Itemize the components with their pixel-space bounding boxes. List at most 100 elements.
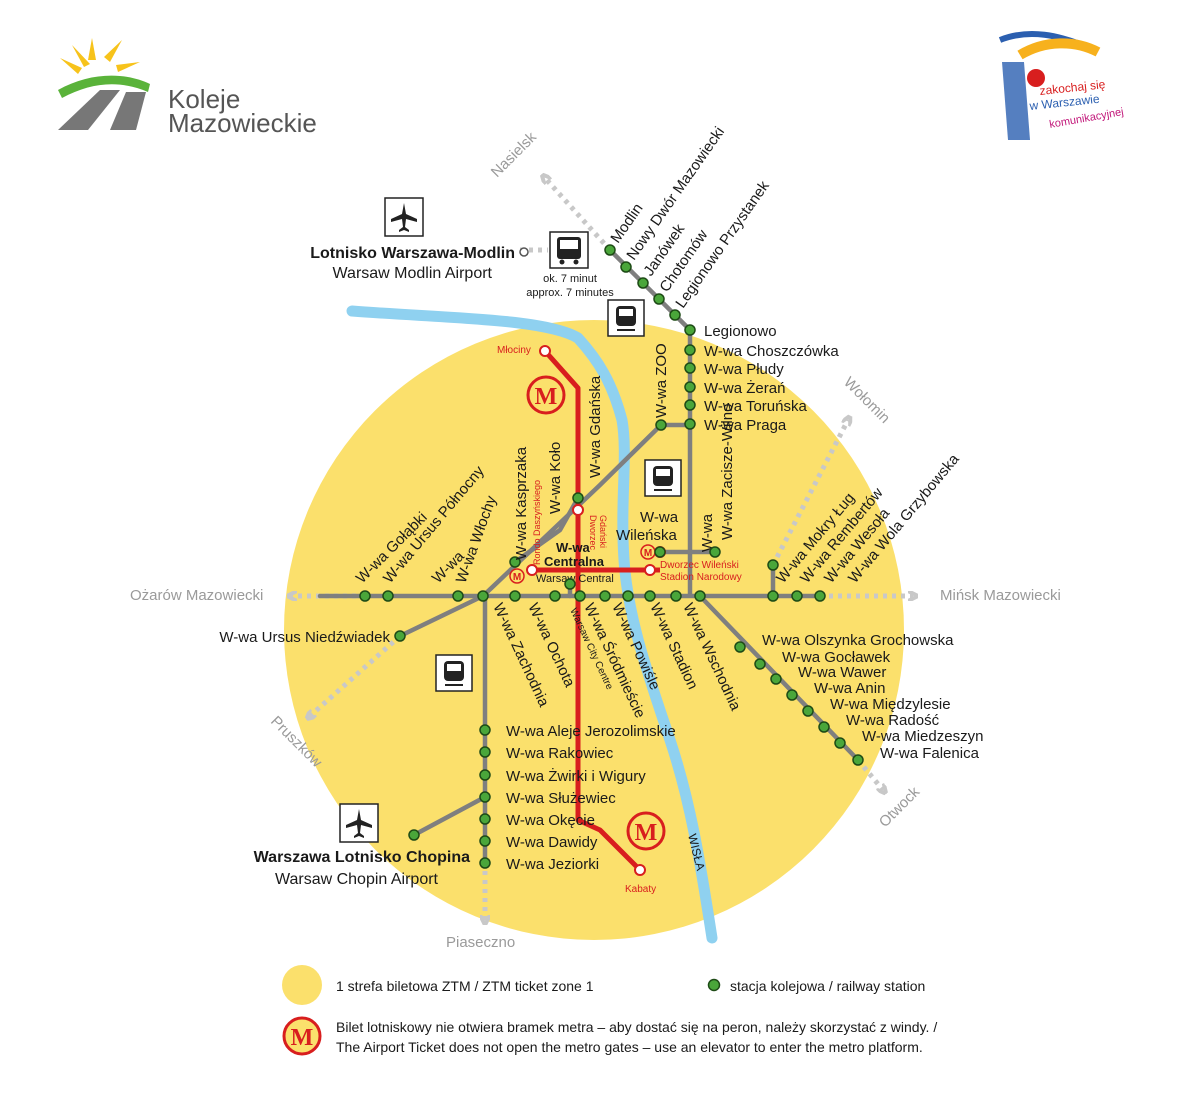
modlin-airport-name: Lotnisko Warszawa-Modlin <box>310 245 515 262</box>
railway-station-dot[interactable] <box>479 835 491 847</box>
railway-station-dot[interactable] <box>814 590 826 602</box>
railway-station-dot[interactable] <box>604 244 616 256</box>
logo-line2: Mazowieckie <box>168 108 317 138</box>
railway-station-dot[interactable] <box>684 399 696 411</box>
railway-station-dot[interactable] <box>786 689 798 701</box>
metro-wilenski-label: Dworzec Wileński <box>660 560 739 571</box>
station-label: W-wa Dawidy <box>506 834 598 851</box>
station-label: W-wa Wawer <box>798 664 886 681</box>
station-label: W-wa Płudy <box>704 361 784 378</box>
logo2-line1: zakochaj się <box>1039 77 1106 98</box>
metro-logo-small-icon: M <box>640 544 656 560</box>
svg-text:M: M <box>644 548 652 559</box>
station-label: W-wa Koło <box>547 442 564 514</box>
railway-station-dot[interactable] <box>477 590 489 602</box>
station-label: W-wa Miedzeszyn <box>862 728 983 745</box>
vistula-river <box>346 305 718 944</box>
station-label: W-wa Toruńska <box>704 398 807 415</box>
railway-station-dot[interactable] <box>620 261 632 273</box>
station-label: W-wa Jeziorki <box>506 856 599 873</box>
railway-station-dot[interactable] <box>734 641 746 653</box>
legend-zone-swatch <box>282 965 322 1005</box>
railway-station-dot[interactable] <box>694 590 706 602</box>
legend-metro-icon <box>282 1016 322 1056</box>
station-label: W-wa Międzylesie <box>830 696 951 713</box>
dir-piaseczno: Piaseczno <box>446 934 515 951</box>
railway-station-dot[interactable] <box>479 791 491 803</box>
railway-station-dot[interactable] <box>818 721 830 733</box>
railway-station-dot[interactable] <box>754 658 766 670</box>
railway-station-dot[interactable] <box>791 590 803 602</box>
bus-icon <box>549 231 589 269</box>
svg-text:M: M <box>291 1025 314 1051</box>
station-label: W-wa Praga <box>704 417 787 434</box>
railway-station-dot[interactable] <box>509 590 521 602</box>
railway-station-dot[interactable] <box>509 556 521 568</box>
railway-station-dot[interactable] <box>834 737 846 749</box>
modlin-airport-name-en: Warsaw Modlin Airport <box>333 265 493 282</box>
dir-minsk: Mińsk Mazowiecki <box>940 587 1061 604</box>
railway-station-dot[interactable] <box>709 546 721 558</box>
legend-station-swatch <box>707 978 721 992</box>
railway-station-dot[interactable] <box>359 590 371 602</box>
station-label: W-wa Służewiec <box>506 790 616 807</box>
station-label-wilenska-2: Wileńska <box>616 527 678 544</box>
svg-text:M: M <box>513 572 521 583</box>
station-label: W-wa Radość <box>846 712 940 729</box>
railway-station-dot[interactable] <box>479 724 491 736</box>
chopin-airport-name: Warszawa Lotnisko Chopina <box>254 849 470 866</box>
railway-station-dot[interactable] <box>770 673 782 685</box>
railway-station-dot[interactable] <box>767 559 779 571</box>
railway-station-dot[interactable] <box>622 590 634 602</box>
railway-station-dot[interactable] <box>452 590 464 602</box>
metro-kabaty-label: Kabaty <box>625 884 656 895</box>
railway-station-dot[interactable] <box>549 590 561 602</box>
railway-station-dot[interactable] <box>767 590 779 602</box>
railway-station-dot[interactable] <box>479 813 491 825</box>
station-label-zacisze: W-wa Zacisze-Wilno <box>719 404 736 540</box>
railway-station-dot[interactable] <box>564 578 576 590</box>
railway-station-dot[interactable] <box>382 590 394 602</box>
railway-station-dot[interactable] <box>637 277 649 289</box>
railway-station-dot[interactable] <box>572 492 584 504</box>
train-icon <box>644 459 682 497</box>
modlin-airport-stop[interactable] <box>519 247 529 257</box>
chopin-airport-name-en: Warsaw Chopin Airport <box>275 871 439 888</box>
station-label: W-wa Choszczówka <box>704 343 839 360</box>
railway-station-dot[interactable] <box>670 590 682 602</box>
railway-station-dot[interactable] <box>654 546 666 558</box>
railway-station-dot[interactable] <box>684 362 696 374</box>
railway-station-dot[interactable] <box>852 754 864 766</box>
station-label-centralna-1: W-wa <box>556 540 590 555</box>
railway-station-dot[interactable] <box>653 293 665 305</box>
railway-station-dot[interactable] <box>599 590 611 602</box>
station-label-wilenska-1: W-wa <box>640 509 679 526</box>
railway-station-dot[interactable] <box>479 769 491 781</box>
station-label: W-wa Kasprzaka <box>513 446 530 560</box>
station-label: W-wa Aleje Jerozolimskie <box>506 723 676 740</box>
railway-station-dot[interactable] <box>684 324 696 336</box>
airplane-icon <box>339 803 379 843</box>
railway-station-dot[interactable] <box>669 309 681 321</box>
railway-station-dot[interactable] <box>574 590 586 602</box>
railway-station-dot[interactable] <box>644 590 656 602</box>
railway-station-dot[interactable] <box>479 746 491 758</box>
station-label-centralna-en: Warsaw Central <box>536 573 614 585</box>
train-icon <box>435 654 473 692</box>
railway-station-dot[interactable] <box>655 419 667 431</box>
railway-station-dot[interactable] <box>684 381 696 393</box>
legend-station-text: stacja kolejowa / railway station <box>730 978 925 994</box>
railway-station-dot[interactable] <box>394 630 406 642</box>
railway-station-dot[interactable] <box>684 344 696 356</box>
railway-station-dot[interactable] <box>684 418 696 430</box>
station-label-ursus-niedzwiadek: W-wa Ursus Niedźwiadek <box>219 629 390 646</box>
legend-metro-text-en: The Airport Ticket does not open the met… <box>336 1039 923 1055</box>
station-label-centralna-2: Centralna <box>544 554 605 569</box>
train-icon <box>607 299 645 337</box>
railway-station-dot[interactable] <box>802 705 814 717</box>
railway-station-dot[interactable] <box>479 857 491 869</box>
station-label: W-wa Falenica <box>880 745 980 762</box>
station-label: W-wa Żerań <box>704 379 785 397</box>
railway-station-dot[interactable] <box>408 829 420 841</box>
koleje-mazowieckie-logo: Koleje Mazowieckie <box>58 38 317 138</box>
